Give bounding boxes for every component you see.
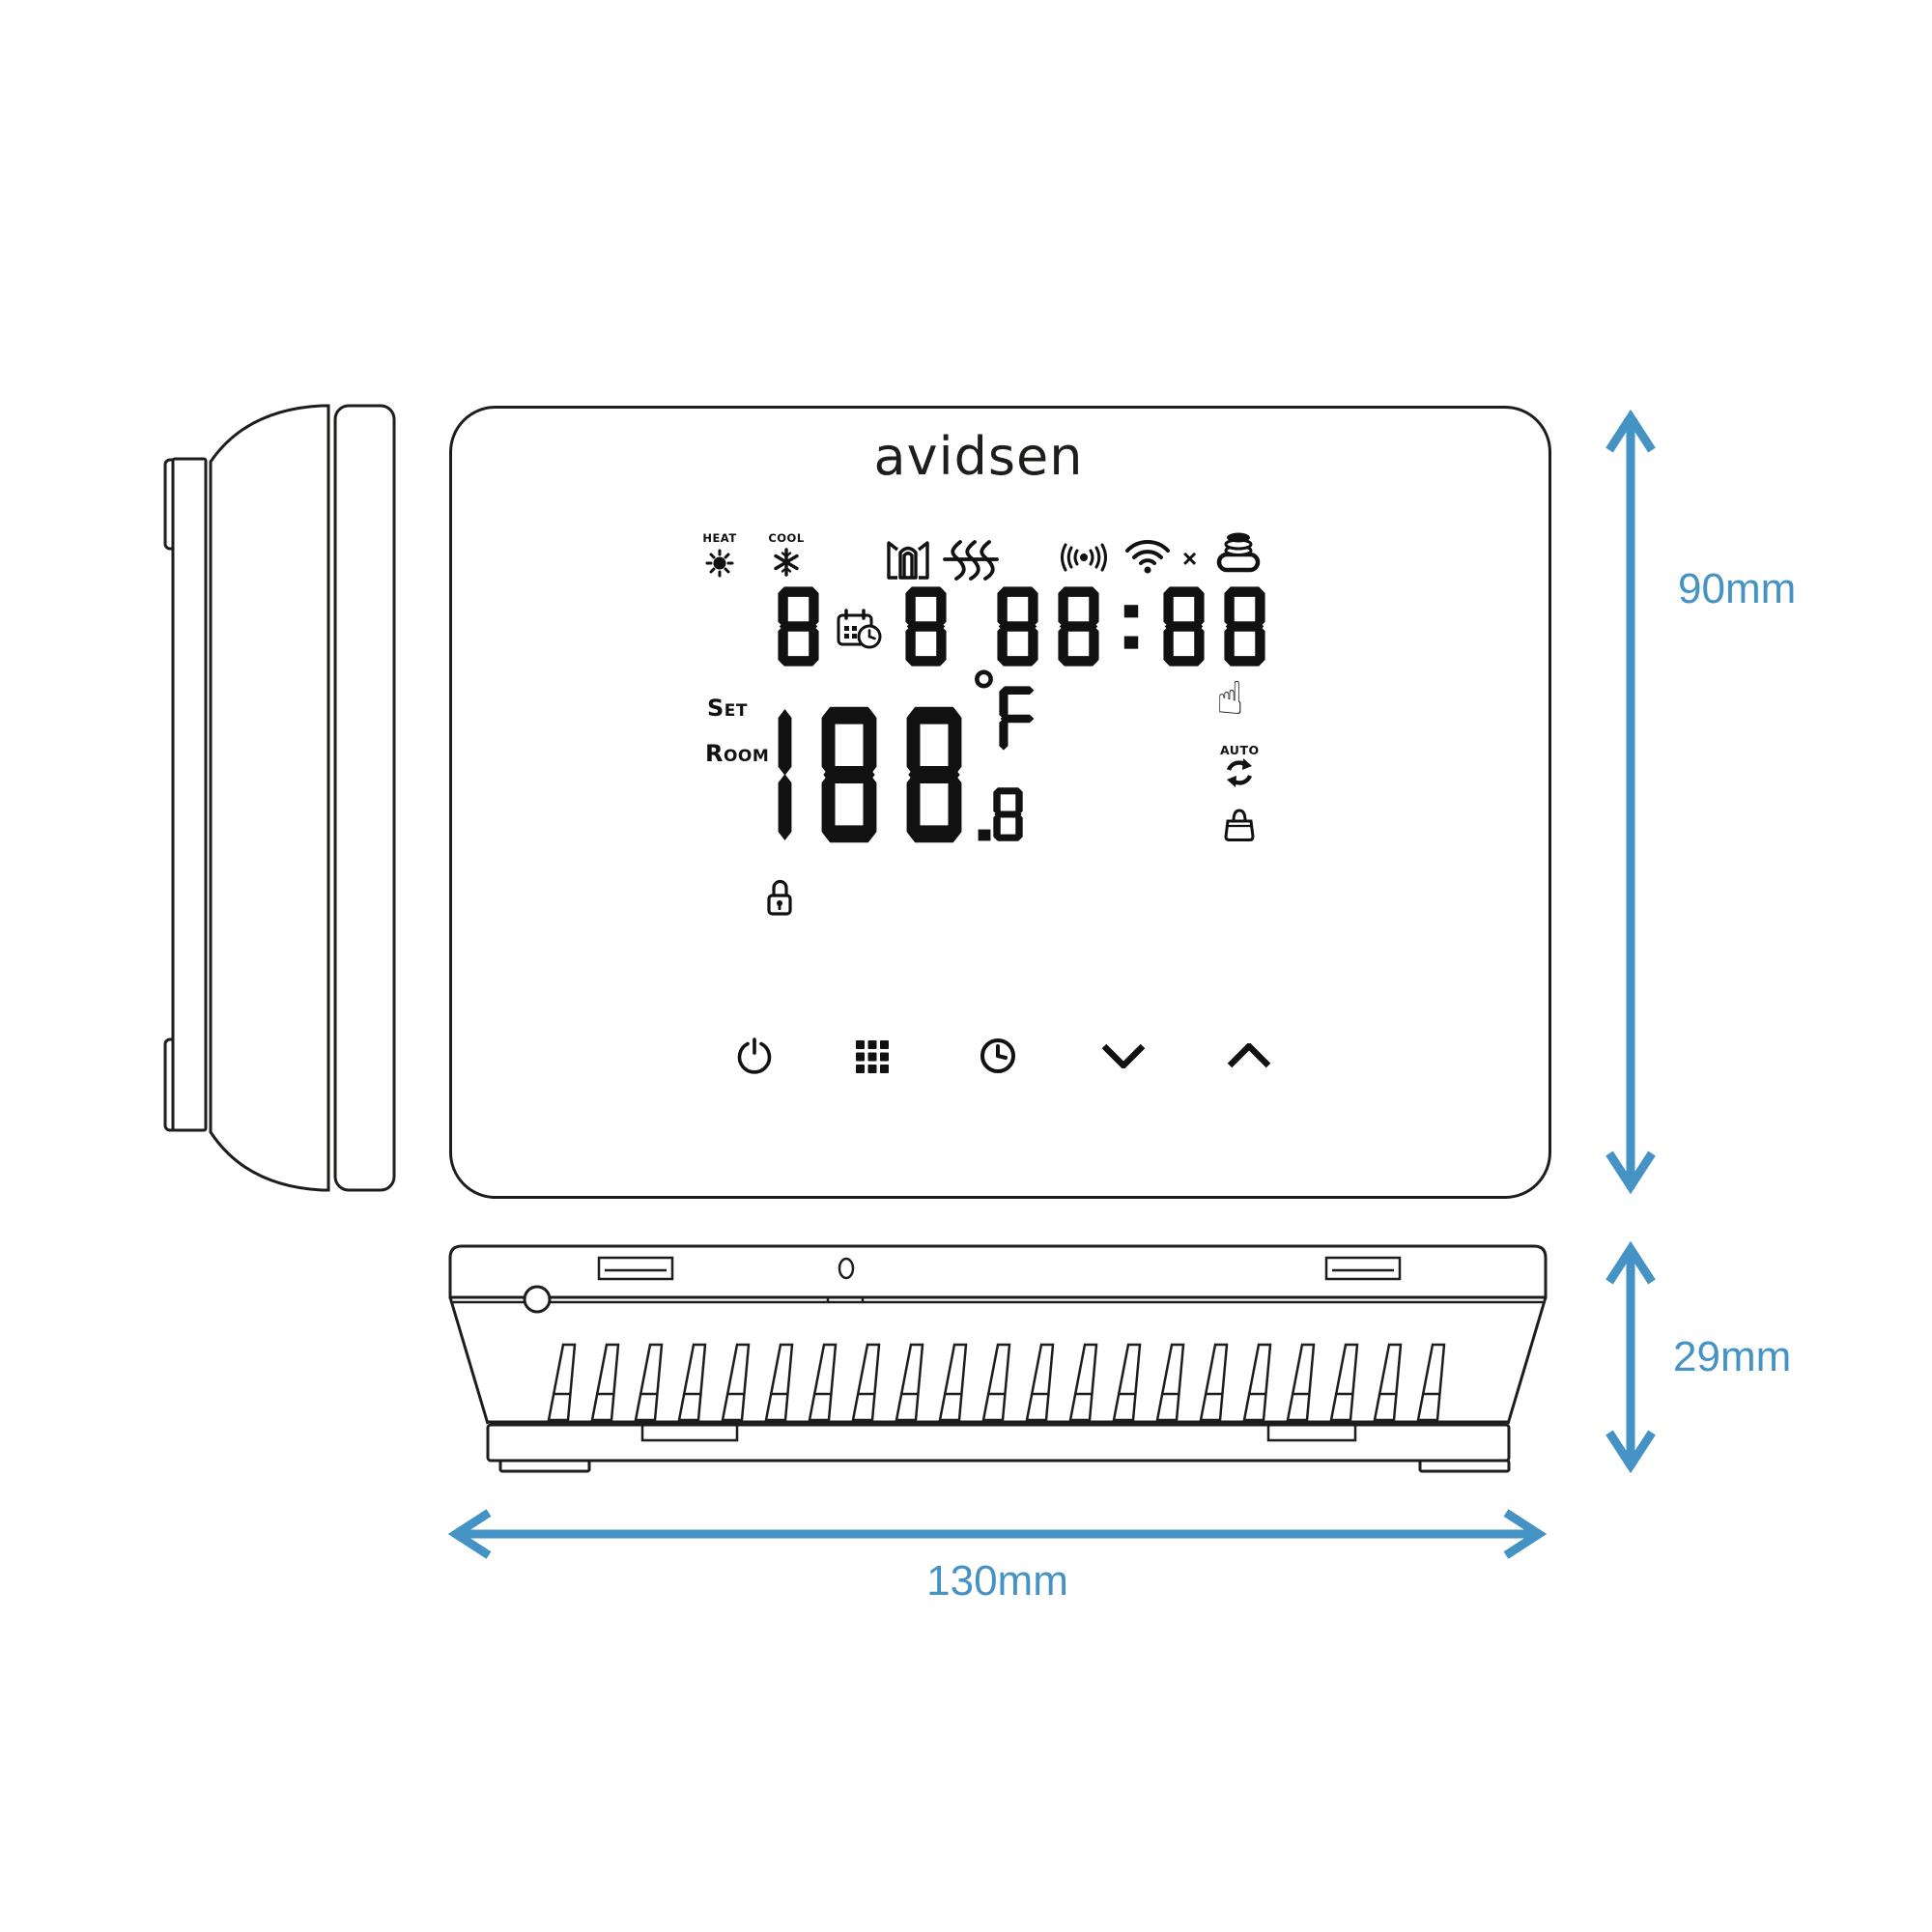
degree-symbol: ° [970, 660, 998, 725]
power-button[interactable] [735, 1037, 774, 1075]
fahrenheit-unit [999, 686, 1036, 752]
room-label: Room [705, 740, 770, 767]
program-digit [905, 586, 947, 667]
base-tab-left [640, 1423, 739, 1442]
manual-hand-icon: ☝ [1216, 672, 1244, 725]
brand-logo: avidsen [873, 426, 1084, 487]
snowflake-icon [774, 548, 799, 577]
bottom-view [448, 1244, 1548, 1473]
cool-label: COOL [768, 531, 805, 545]
time-display [997, 586, 1265, 667]
holiday-bag-icon [1224, 809, 1255, 841]
depth-dimension-label: 29mm [1673, 1333, 1792, 1380]
rf-signal-icon [1061, 543, 1107, 572]
heat-label: HEAT [702, 531, 737, 545]
sun-icon [705, 549, 734, 578]
width-dimension-arrow [447, 1509, 1548, 1559]
temperature-decimal [978, 787, 1023, 841]
temperature-display [778, 706, 962, 843]
height-dimension-label: 90mm [1678, 565, 1797, 612]
clip-slot-left [597, 1256, 674, 1281]
up-button[interactable] [1227, 1043, 1271, 1068]
height-dimension-arrow [1605, 409, 1656, 1195]
foot-right [1418, 1459, 1511, 1473]
foot-left [498, 1459, 591, 1473]
open-window-icon [887, 541, 929, 580]
set-label: Set [707, 695, 748, 722]
front-panel: avidsen HEAT COOL [449, 406, 1551, 1199]
screw-hole [523, 1285, 552, 1314]
sensor-hole [838, 1257, 855, 1280]
cool-indicator: COOL [763, 531, 810, 578]
vent-grille [547, 1343, 1446, 1422]
cloud-stack-icon [1216, 532, 1261, 573]
front-slab [333, 404, 396, 1192]
wall-plate [171, 457, 208, 1132]
width-dimension-label: 130mm [926, 1557, 1068, 1605]
side-view [163, 404, 396, 1192]
auto-label: AUTO [1220, 743, 1260, 757]
auto-cycle-icon [1226, 758, 1253, 787]
down-button[interactable] [1101, 1043, 1146, 1068]
calendar-clock-icon [837, 609, 882, 649]
device-body [209, 404, 330, 1192]
base-tab-right [1266, 1423, 1357, 1442]
day-digit [778, 586, 819, 667]
menu-button[interactable] [856, 1040, 889, 1073]
lock-icon [767, 879, 792, 916]
depth-dimension-arrow [1605, 1241, 1656, 1473]
base-plate [486, 1423, 1511, 1463]
clip-slot-right [1324, 1256, 1402, 1281]
heat-indicator: HEAT [697, 531, 742, 578]
wifi-x-mark: × [1182, 544, 1198, 573]
wifi-icon [1125, 540, 1170, 574]
top-face [448, 1244, 1548, 1299]
clock-button[interactable] [979, 1037, 1017, 1075]
heating-waves-icon [943, 540, 999, 581]
